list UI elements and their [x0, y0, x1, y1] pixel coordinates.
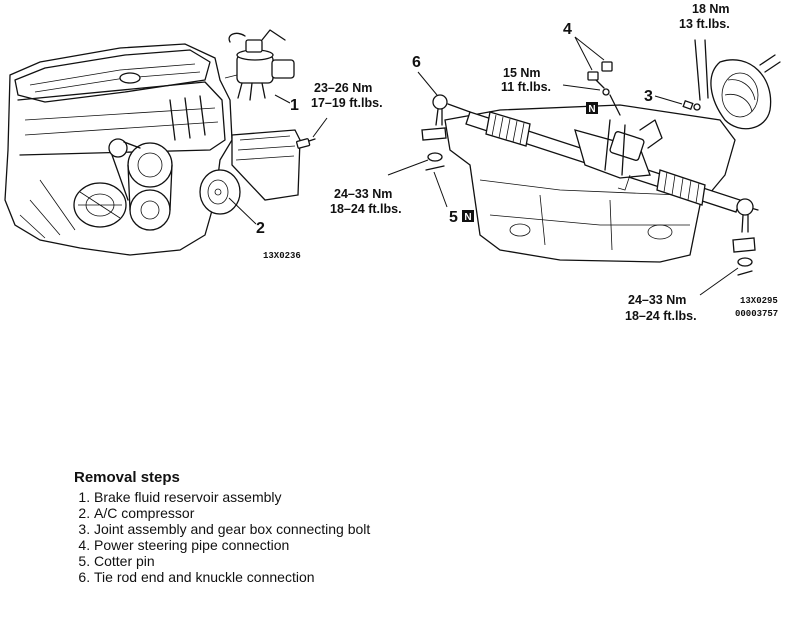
svg-text:17–19 ft.lbs.: 17–19 ft.lbs. [311, 96, 383, 110]
torque-spec-bolt: 23–26 Nm 17–19 ft.lbs. [311, 81, 383, 110]
svg-text:18 Nm: 18 Nm [692, 2, 730, 16]
callout-6: 6 [412, 54, 421, 71]
callout-5: 5 [449, 209, 458, 226]
torque-spec-right-tie-rod: 24–33 Nm 18–24 ft.lbs. [625, 293, 697, 323]
figure-code-right-1: 13X0295 [740, 296, 778, 306]
removal-steps: Removal steps Brake fluid reservoir asse… [74, 469, 374, 586]
removal-steps-list: Brake fluid reservoir assembly A/C compr… [74, 489, 374, 585]
removal-step: A/C compressor [94, 505, 374, 521]
svg-text:N: N [464, 212, 471, 223]
callout-1: 1 [290, 97, 299, 114]
removal-step: Cotter pin [94, 553, 374, 569]
svg-text:18–24 ft.lbs.: 18–24 ft.lbs. [330, 202, 402, 216]
svg-text:11 ft.lbs.: 11 ft.lbs. [501, 80, 551, 94]
torque-spec-left-tie-rod: 24–33 Nm 18–24 ft.lbs. [330, 187, 402, 216]
engine-illustration [4, 29, 316, 256]
svg-text:24–33 Nm: 24–33 Nm [628, 293, 686, 307]
removal-steps-title: Removal steps [74, 469, 180, 486]
callout-3: 3 [644, 88, 653, 105]
removal-step: Joint assembly and gear box connecting b… [94, 521, 374, 537]
figure-code-left: 13X0236 [263, 251, 301, 261]
brake-fluid-reservoir [224, 29, 295, 101]
svg-text:24–33 Nm: 24–33 Nm [334, 187, 392, 201]
figure-code-right-2: 00003757 [735, 309, 778, 319]
steering-gear-illustration [421, 39, 781, 276]
callout-2: 2 [256, 220, 265, 237]
svg-text:23–26 Nm: 23–26 Nm [314, 81, 372, 95]
svg-text:N: N [588, 104, 595, 115]
exploded-diagram: N N 1 2 3 4 5 6 23–26 Nm 17–19 ft.lbs. 1… [4, 2, 781, 323]
n-mark-4: N [586, 102, 598, 115]
removal-step: Tie rod end and knuckle connection [94, 569, 374, 585]
svg-text:15 Nm: 15 Nm [503, 66, 541, 80]
mounting-bolt [296, 138, 316, 149]
callout-4: 4 [563, 21, 572, 38]
torque-spec-pipe: 15 Nm 11 ft.lbs. [501, 66, 551, 94]
torque-spec-joint: 18 Nm 13 ft.lbs. [679, 2, 730, 31]
removal-step: Brake fluid reservoir assembly [94, 489, 374, 505]
svg-text:18–24 ft.lbs.: 18–24 ft.lbs. [625, 309, 697, 323]
svg-text:13 ft.lbs.: 13 ft.lbs. [679, 17, 730, 31]
n-mark-5: N [462, 210, 474, 223]
removal-step: Power steering pipe connection [94, 537, 374, 553]
